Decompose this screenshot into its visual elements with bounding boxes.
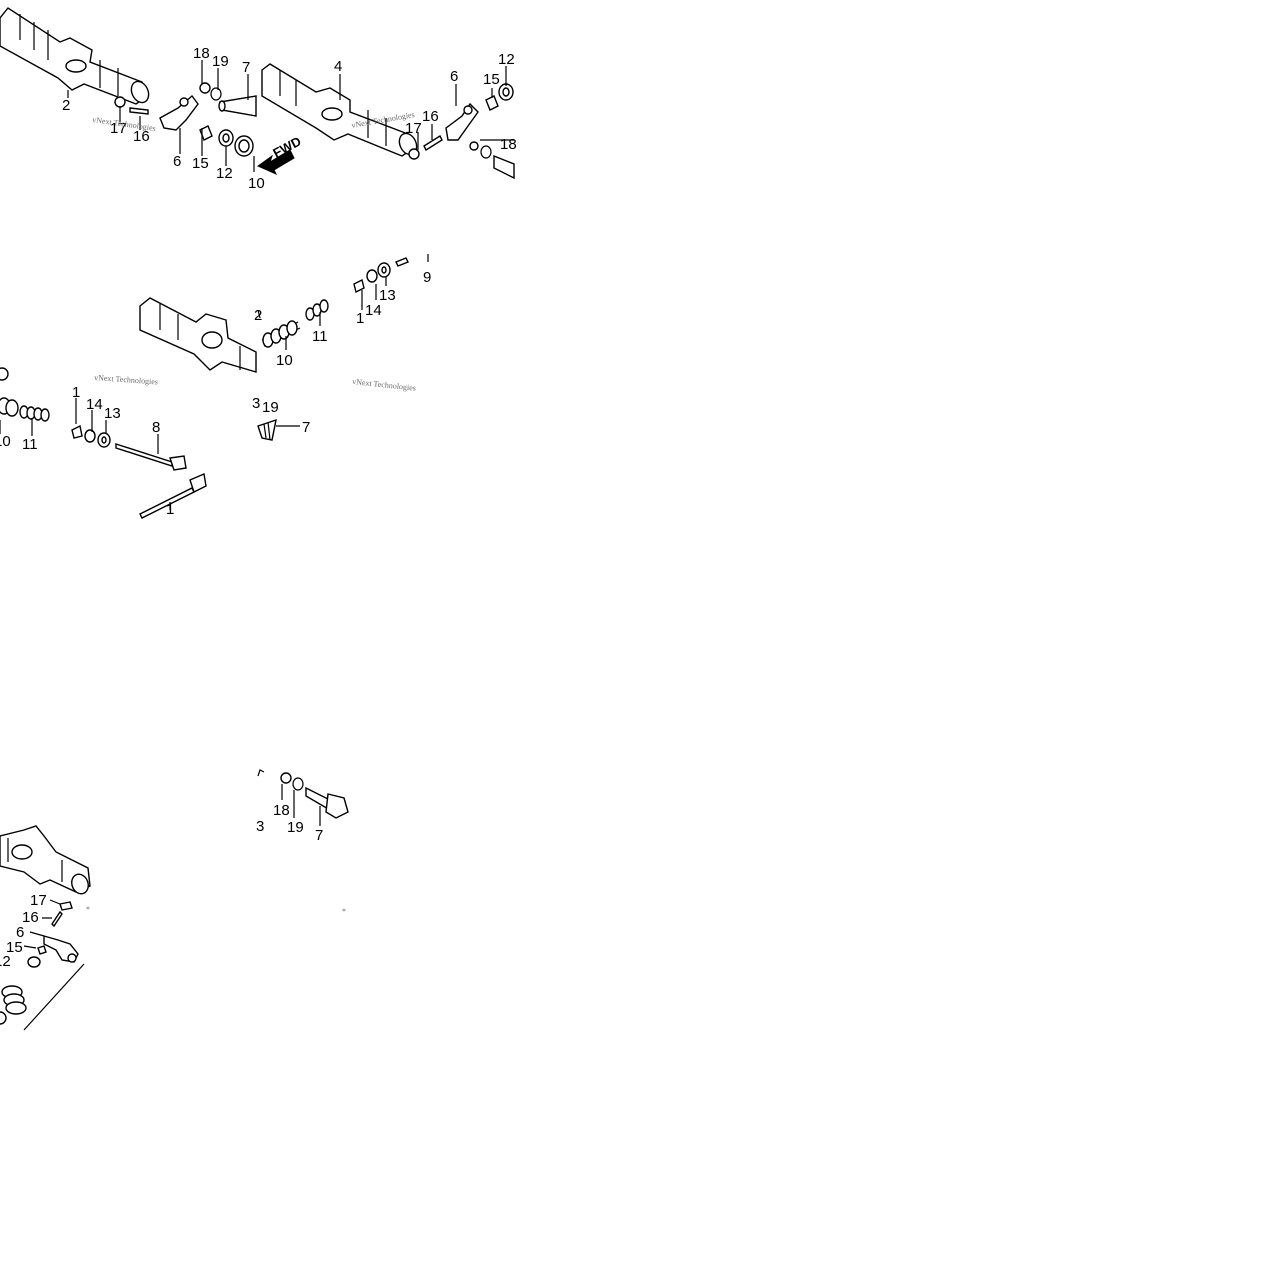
fragment-d-left	[0, 367, 9, 381]
spring-10a	[234, 135, 254, 157]
nut-15g	[37, 945, 47, 955]
nut-17g	[59, 901, 73, 911]
watermark-g-fragment: *	[86, 905, 90, 914]
callout-a-7: 7	[242, 59, 250, 76]
callout-b-12: 12	[498, 51, 515, 68]
rocker-arm-6a	[159, 94, 199, 131]
camshaft-a	[0, 7, 150, 105]
callout-e-19: 19	[262, 399, 279, 416]
oring-19a	[210, 87, 222, 101]
washer-12g	[27, 956, 41, 968]
callout-a-15: 15	[192, 155, 209, 172]
rocker-shaft-b	[469, 141, 515, 180]
callout-a-19: 19	[212, 53, 229, 70]
panel-c: 9 13 14 1 2 10 11 vNext Technologies	[254, 254, 431, 393]
watermark-c: vNext Technologies	[352, 377, 417, 393]
callout-c-11: 11	[312, 328, 328, 345]
spring-10c	[261, 320, 301, 348]
seat-13d	[97, 432, 111, 448]
bolt-16a	[129, 107, 149, 115]
callout-a-18: 18	[193, 45, 210, 62]
cotter-1d	[71, 424, 83, 439]
rocker-shaft-7	[218, 95, 257, 117]
callout-d-1: 1	[72, 384, 80, 401]
retainer-14d	[84, 429, 96, 443]
callout-a-6: 6	[173, 153, 181, 170]
callout-a-10: 10	[248, 175, 265, 192]
callout-f-7: 7	[315, 827, 323, 844]
callout-e-7: 7	[302, 419, 310, 436]
callout-g-17: 17	[30, 892, 47, 909]
fragment-f	[257, 769, 265, 777]
oring-19f	[292, 777, 304, 791]
panel-a: FWD 2 17 16 18 19 7 6 15 12 10 vNext Tec…	[0, 7, 304, 192]
callout-d-11: 11	[22, 436, 38, 453]
callout-b-4: 4	[334, 58, 342, 75]
callout-g-12: 12	[0, 953, 11, 970]
panel-f: 18 19 7 3 *	[256, 769, 349, 916]
callout-d-13: 13	[104, 405, 121, 422]
callout-c-1: 1	[356, 310, 364, 327]
callout-b-16: 16	[422, 108, 439, 125]
spring-11c	[305, 299, 329, 321]
panel-e: 3 19 7	[252, 395, 310, 441]
fwd-arrow: FWD	[256, 134, 304, 176]
panel-b: 4 6 12 15 16 17 18 vNext Technologies	[261, 51, 517, 180]
nut-17a	[114, 96, 126, 108]
spring-11d	[19, 405, 50, 422]
rocker-arm-6b	[445, 102, 479, 141]
callout-c-13: 13	[379, 287, 396, 304]
watermark-d: vNext Technologies	[94, 373, 158, 386]
washer-12b	[498, 83, 514, 101]
callout-b-18: 18	[500, 136, 517, 153]
seal-9c	[395, 257, 409, 267]
nut-15b	[485, 95, 499, 111]
washer-18a	[199, 82, 211, 94]
callout-b-6: 6	[450, 68, 458, 85]
watermark-f-fragment: *	[342, 907, 346, 916]
camshaft-g	[0, 825, 91, 895]
rocker-arm-6g	[43, 935, 79, 963]
callout-d-1b: 1	[166, 501, 174, 518]
callout-a-2: 2	[62, 97, 70, 114]
callout-f-19: 19	[287, 819, 304, 836]
callout-b-15: 15	[483, 71, 500, 88]
retainer-14c	[366, 269, 378, 283]
bolt-16b	[423, 134, 443, 152]
valve-1d	[139, 473, 207, 519]
callout-c-14: 14	[365, 302, 382, 319]
callout-f-18: 18	[273, 802, 290, 819]
callout-a-16: 16	[133, 128, 150, 145]
callout-b-17: 17	[405, 120, 422, 137]
camshaft-d	[139, 297, 257, 373]
washer-18f	[280, 772, 292, 784]
washer-12a	[218, 129, 234, 147]
callout-c-2: 2	[254, 307, 262, 324]
seat-13c	[377, 262, 391, 278]
rocker-shaft-7f	[305, 786, 349, 819]
spring-g	[0, 985, 27, 1025]
callout-e-3: 3	[252, 395, 260, 412]
callout-g-15: 15	[6, 939, 23, 956]
callout-a-17: 17	[110, 120, 127, 137]
callout-f-3: 3	[256, 818, 264, 835]
valve-8d	[115, 443, 187, 471]
bolt-16g	[51, 910, 63, 928]
callout-a-12: 12	[216, 165, 233, 182]
rocker-shaft-7e	[257, 418, 277, 441]
callout-g-16: 16	[22, 909, 39, 926]
callout-c-10: 10	[276, 352, 293, 369]
callout-g-6: 6	[16, 924, 24, 941]
callout-d-10: 10	[0, 433, 11, 450]
callout-d-8: 8	[152, 419, 160, 436]
nut-15a	[199, 125, 213, 141]
spring-10d	[0, 397, 19, 417]
callout-c-9: 9	[423, 269, 431, 286]
panel-g: 17 16 6 15 12 *	[0, 825, 91, 1031]
panel-d: 1 14 13 8 10 11 1 vNext Technologies	[0, 297, 257, 519]
nut-17b	[408, 148, 420, 160]
callout-d-14: 14	[86, 396, 103, 413]
cotter-1c	[353, 278, 365, 294]
